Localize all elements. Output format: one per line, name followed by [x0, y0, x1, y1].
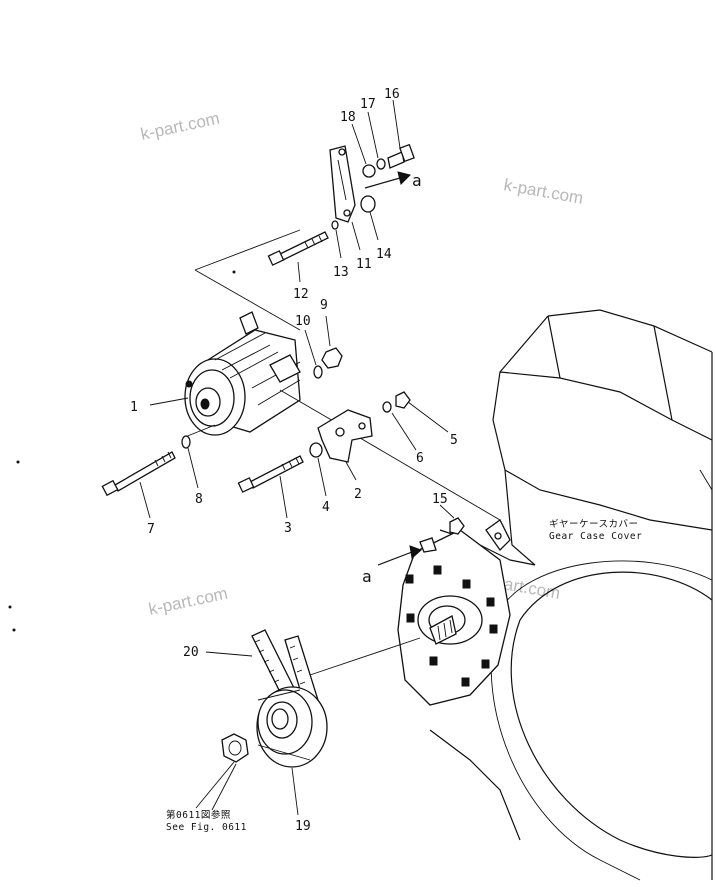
callout-17: 17	[360, 97, 376, 112]
callout-4: 4	[322, 500, 330, 515]
washer-17	[376, 158, 386, 170]
washer-13	[331, 220, 339, 230]
washer-8	[181, 435, 191, 449]
callout-11: 11	[356, 257, 372, 272]
watermark: k-part.com	[502, 175, 584, 208]
callout-7: 7	[147, 522, 155, 537]
washer-6	[382, 401, 392, 413]
callout-5: 5	[450, 433, 458, 448]
watermark: k-part.com	[139, 109, 221, 144]
callout-15: 15	[432, 492, 448, 507]
shaft	[429, 615, 457, 645]
scan-specks	[8, 270, 236, 632]
callout-1: 1	[130, 400, 138, 415]
nut-15	[449, 517, 465, 535]
callout-13: 13	[333, 265, 349, 280]
callout-16: 16	[384, 87, 400, 102]
callout-20: 20	[183, 645, 199, 660]
spacer-4	[309, 442, 323, 458]
bolt-12	[267, 231, 329, 266]
ref-letter-bottom: a	[362, 567, 372, 586]
ref-arrow-top	[364, 177, 401, 189]
callout-18: 18	[340, 110, 356, 125]
ref-arrowhead-bottom	[409, 545, 422, 559]
bolt-3	[237, 455, 304, 493]
washer-10	[313, 365, 323, 379]
callout-6: 6	[416, 451, 424, 466]
callout-14: 14	[376, 247, 392, 262]
callout-3: 3	[284, 521, 292, 536]
nut-5	[395, 391, 411, 409]
callout-19: 19	[295, 819, 311, 834]
callout-12: 12	[293, 287, 309, 302]
callout-9: 9	[320, 298, 328, 313]
spacer-14	[360, 195, 376, 213]
gear-case-label-en: Gear Case Cover	[549, 531, 642, 542]
watermark: k-part.com	[147, 584, 229, 619]
callout-8: 8	[195, 492, 203, 507]
gear-case-label-jp: ギヤーケースカバー	[549, 519, 639, 530]
mounting-bracket	[317, 409, 373, 463]
bolt-16	[387, 143, 415, 169]
leader-lines	[149, 229, 501, 676]
ref-arrow-bottom	[377, 551, 413, 566]
callout-numbers: 1 2 3 4 5 6 7 8 9 10 11 12 13 14 15 16 1…	[130, 87, 458, 834]
bolt-7	[101, 451, 176, 497]
pulley	[256, 686, 328, 768]
see-fig-label-en: See Fig. 0611	[166, 822, 247, 833]
alternator	[184, 311, 301, 436]
gear-case-cover	[429, 309, 713, 881]
callout-10: 10	[295, 314, 311, 329]
adjusting-bracket	[329, 145, 356, 223]
nut-9	[321, 347, 343, 369]
see-fig-label-jp: 第0611図参照	[166, 809, 231, 821]
callout-2: 2	[354, 487, 362, 502]
ref-letter-top: a	[412, 171, 422, 190]
ref-arrowhead-top	[397, 171, 411, 185]
callout-leaders	[139, 99, 455, 816]
pulley-nut	[221, 733, 249, 763]
washer-18	[362, 164, 376, 178]
